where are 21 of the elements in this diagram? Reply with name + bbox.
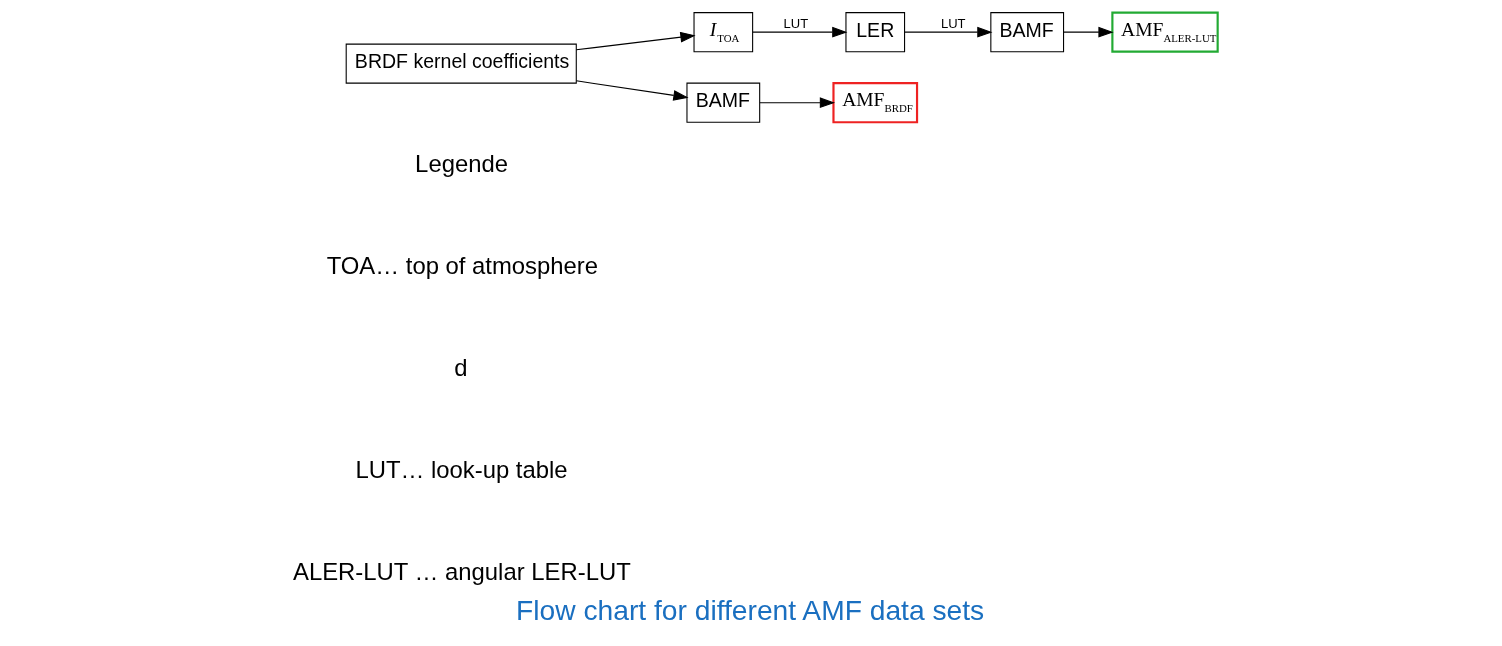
edge-label: LUT — [783, 16, 809, 32]
node-box: AMF$_{ALER-LUT}$ — [1111, 11, 1219, 53]
label: d — [454, 353, 468, 381]
arrow — [1063, 26, 1114, 38]
node-box: BAMF — [990, 12, 1065, 53]
node-box: BAMF — [686, 82, 761, 123]
node-box: LER — [845, 12, 906, 53]
caption: Flow chart for different AMF data sets — [516, 594, 985, 627]
node-box: I$_{TOA}$ — [693, 12, 754, 53]
label: ALER-LUT … angular LER-LUT — [293, 557, 631, 585]
arrow — [752, 26, 848, 38]
label: LUT… look-up table — [355, 455, 568, 483]
node-box: AMF$_{BRDF}$ — [832, 82, 919, 124]
arrow — [759, 97, 836, 108]
arrow — [904, 26, 993, 38]
edge-label: LUT — [940, 16, 966, 32]
arrow — [575, 80, 689, 101]
node-box: BRDF kernel coefficients — [345, 43, 577, 84]
label: Legende — [415, 149, 508, 177]
label: TOA… top of atmosphere — [326, 251, 599, 279]
arrow — [575, 31, 696, 51]
